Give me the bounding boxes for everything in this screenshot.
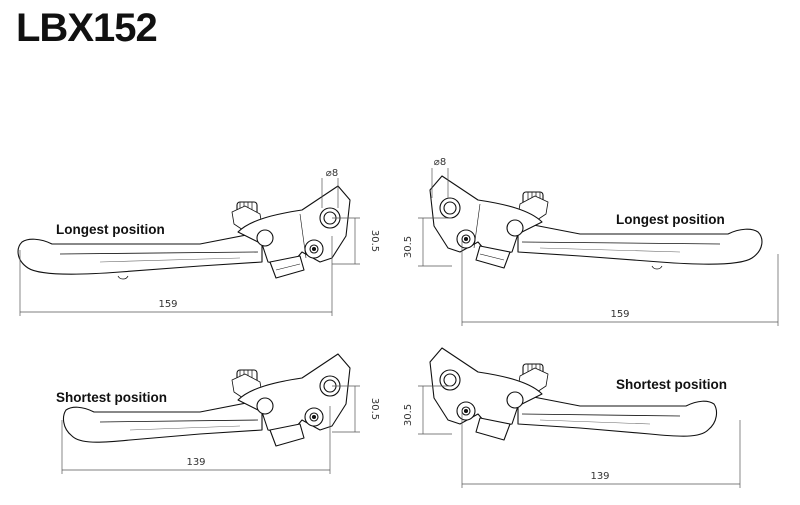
dims-bottom-right <box>418 385 741 488</box>
dim-height-top-right: 30.5 <box>403 236 414 258</box>
dims-bottom-left <box>61 385 360 474</box>
dim-length-top-right: 159 <box>610 309 629 320</box>
dims-top-right <box>418 168 779 326</box>
model-title: LBX152 <box>16 6 158 50</box>
dims-top-left <box>19 178 360 316</box>
lever-longest-right <box>429 175 763 270</box>
dim-height-bottom-right: 30.5 <box>403 404 414 426</box>
label-shortest-right: Shortest position <box>616 377 727 392</box>
label-longest-left: Longest position <box>56 222 165 237</box>
label-shortest-left: Shortest position <box>56 390 167 405</box>
lever-shortest-right <box>429 347 718 441</box>
dim-length-top-left: 159 <box>158 299 177 310</box>
label-longest-right: Longest position <box>616 212 725 227</box>
dim-height-bottom-left: 30.5 <box>369 398 380 420</box>
lever-shortest-left <box>62 353 351 447</box>
dim-height-top-left: 30.5 <box>369 230 380 252</box>
dim-diameter-top-right: ⌀8 <box>434 157 446 168</box>
dim-diameter-top-left: ⌀8 <box>326 168 338 179</box>
dim-length-bottom-left: 139 <box>186 457 205 468</box>
lever-longest-left <box>17 185 351 280</box>
dim-length-bottom-right: 139 <box>590 471 609 482</box>
